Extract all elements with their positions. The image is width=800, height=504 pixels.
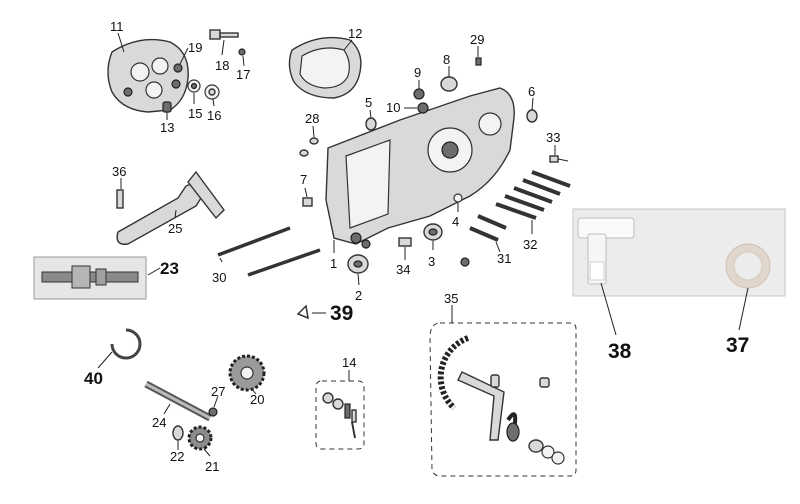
part-11-transmission-cover bbox=[107, 38, 189, 113]
callout-13: 13 bbox=[160, 120, 174, 135]
callout-30: 30 bbox=[212, 270, 226, 285]
part-27-washer bbox=[208, 407, 218, 417]
part-9-nut bbox=[413, 88, 425, 100]
part-39-clip bbox=[296, 304, 309, 320]
part-32-bolts bbox=[495, 170, 571, 220]
part-23-shaft-photo bbox=[33, 256, 147, 300]
part-35-kickstart-assembly bbox=[437, 335, 565, 465]
callout-21: 21 bbox=[205, 459, 219, 474]
part-1-crankcase bbox=[325, 87, 515, 249]
part-12-gasket bbox=[288, 36, 362, 99]
callout-20: 20 bbox=[250, 392, 264, 407]
part-20-gear bbox=[228, 354, 266, 392]
callout-34: 34 bbox=[396, 262, 410, 277]
part-38-elbow-fitting bbox=[577, 217, 635, 285]
part-16-seal bbox=[204, 84, 220, 100]
callout-32: 32 bbox=[523, 237, 537, 252]
part-28-dowel bbox=[299, 137, 319, 157]
callout-25: 25 bbox=[168, 221, 182, 236]
part-2-bushing bbox=[347, 254, 369, 274]
part-21-gear bbox=[187, 425, 213, 451]
part-31-bolts bbox=[469, 214, 507, 242]
callout-36: 36 bbox=[112, 164, 126, 179]
callout-2: 2 bbox=[355, 288, 362, 303]
callout-15: 15 bbox=[188, 106, 202, 121]
callout-10: 10 bbox=[386, 100, 400, 115]
part-4-pin bbox=[453, 193, 463, 203]
callout-31: 31 bbox=[497, 251, 511, 266]
part-8-cap bbox=[440, 76, 458, 92]
part-washer bbox=[460, 257, 470, 267]
callout-39: 39 bbox=[330, 302, 353, 325]
part-30-studs bbox=[217, 226, 321, 277]
part-33-bolt bbox=[549, 155, 569, 163]
part-10-screw bbox=[417, 102, 429, 114]
callout-35: 35 bbox=[444, 291, 458, 306]
callout-7: 7 bbox=[300, 172, 307, 187]
callout-27: 27 bbox=[211, 384, 225, 399]
part-37-washer bbox=[725, 243, 771, 289]
callout-18: 18 bbox=[215, 58, 229, 73]
callout-29: 29 bbox=[470, 32, 484, 47]
part-14-assembly bbox=[322, 392, 357, 439]
callout-8: 8 bbox=[443, 52, 450, 67]
part-13-dowel bbox=[162, 101, 172, 113]
part-7-bolt bbox=[302, 197, 313, 207]
part-34-bolt bbox=[398, 237, 412, 247]
callout-12: 12 bbox=[348, 26, 362, 41]
callout-23: 23 bbox=[160, 259, 179, 278]
part-17-pin bbox=[238, 48, 246, 56]
callout-28: 28 bbox=[305, 111, 319, 126]
part-19-pin bbox=[173, 63, 183, 73]
part-18-bolt bbox=[209, 29, 239, 40]
callout-5: 5 bbox=[365, 95, 372, 110]
part-5-plug bbox=[365, 117, 377, 131]
callout-11: 11 bbox=[110, 19, 124, 34]
callout-17: 17 bbox=[236, 67, 250, 82]
callout-19: 19 bbox=[188, 40, 202, 55]
part-40-circlip bbox=[110, 328, 142, 360]
part-29-pin bbox=[475, 57, 482, 66]
callout-22: 22 bbox=[170, 449, 184, 464]
part-24-shaft bbox=[144, 380, 212, 422]
callout-37: 37 bbox=[726, 334, 749, 357]
callout-9: 9 bbox=[414, 65, 421, 80]
callout-1: 1 bbox=[330, 256, 337, 271]
callout-40: 40 bbox=[84, 369, 103, 388]
part-6-plug bbox=[526, 109, 538, 123]
callout-4: 4 bbox=[452, 214, 459, 229]
callout-16: 16 bbox=[207, 108, 221, 123]
part-36-bolt bbox=[116, 189, 124, 209]
callout-38: 38 bbox=[608, 340, 632, 363]
callout-14: 14 bbox=[342, 355, 356, 370]
part-22-washer bbox=[172, 425, 184, 441]
callout-6: 6 bbox=[528, 84, 535, 99]
parts-37-38-photo bbox=[572, 208, 786, 297]
part-25-kick-lever bbox=[116, 170, 225, 245]
callout-33: 33 bbox=[546, 130, 560, 145]
callout-3: 3 bbox=[428, 254, 435, 269]
callout-24: 24 bbox=[152, 415, 166, 430]
part-15-bearing bbox=[187, 79, 201, 93]
part-3-bearing bbox=[423, 223, 443, 241]
